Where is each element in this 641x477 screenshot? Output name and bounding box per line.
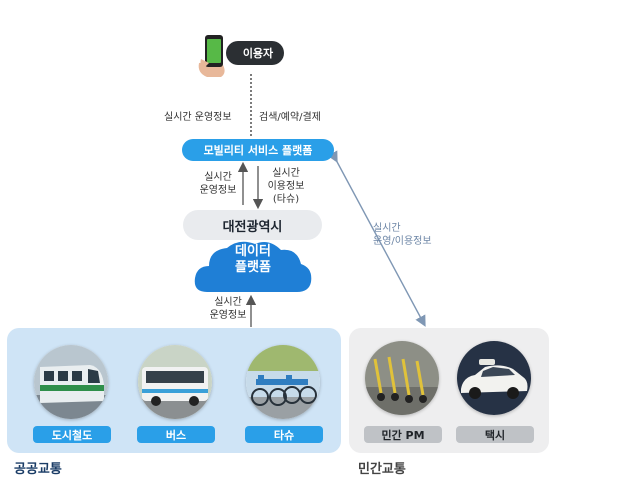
label-taxi-text: 택시 [484,428,506,442]
bottom-arrow-label: 실시간 운영정보 [206,296,250,322]
label-tashu: 타슈 [245,426,323,443]
public-transport-title: 공공교통 [14,462,62,477]
mid-right-arrow-label: 실시간 이용정보 (타슈) [262,167,310,206]
daejeon-city-node: 대전광역시 [183,210,322,240]
diagonal-label-line1: 실시간 [373,223,401,234]
mid-left-label-line2: 운영정보 [199,185,237,196]
mobility-service-platform: 모빌리티 서비스 플랫폼 [182,139,334,161]
user-label: 이용자 [242,47,274,60]
mobility-label: 모빌리티 서비스 플랫폼 [203,144,313,157]
arrow-mobility-private [327,150,426,327]
mid-left-label-line1: 실시간 [204,172,232,183]
data-platform-cloud-icon [193,238,313,296]
label-private-pm: 민간 PM [364,426,442,443]
label-bus: 버스 [137,426,215,443]
label-taxi: 택시 [456,426,534,443]
mid-right-label-line2: 이용정보 [267,181,305,192]
subway-train-icon [34,345,108,419]
smartphone-hand-icon [197,33,233,79]
data-platform-label: 데이터 플랫폼 [193,244,313,276]
private-transport-title: 민간교통 [358,462,406,477]
taxi-icon [457,341,531,415]
label-subway-text: 도시철도 [51,428,93,442]
diagonal-arrow-label: 실시간 운영/이용정보 [373,222,432,248]
data-platform-line1: 데이터 [235,244,271,259]
label-bus-text: 버스 [165,428,187,442]
bottom-label-line2: 운영정보 [209,310,247,321]
mid-left-arrow-label: 실시간 운영정보 [196,171,240,197]
bike-share-icon [246,345,320,419]
label-subway: 도시철도 [33,426,111,443]
top-left-arrow-label: 실시간 운영정보 [164,112,232,123]
label-private-pm-text: 민간 PM [381,428,425,442]
diagonal-label-line2: 운영/이용정보 [373,236,432,247]
e-scooter-icon [365,341,439,415]
data-platform-line2: 플랫폼 [235,260,271,275]
top-right-arrow-label: 검색/예약/결제 [259,112,321,123]
label-tashu-text: 타슈 [273,428,295,442]
bus-icon [138,345,212,419]
user-badge: 이용자 [226,41,284,65]
mid-right-label-line3: (타슈) [272,194,300,205]
mid-right-label-line1: 실시간 [272,168,300,179]
bottom-label-line1: 실시간 [214,297,242,308]
daejeon-label: 대전광역시 [222,219,283,235]
